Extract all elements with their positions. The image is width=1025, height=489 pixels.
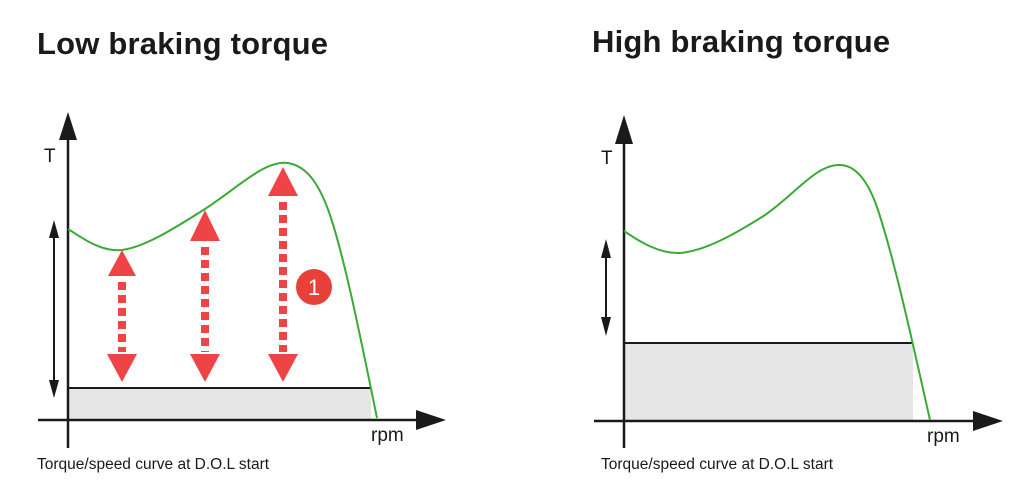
x-axis-label: rpm	[927, 426, 960, 447]
caption-low: Torque/speed curve at D.O.L start	[37, 456, 270, 473]
accelerating-torque-arrow-3	[268, 167, 298, 382]
torque-range-arrow-top	[601, 239, 611, 258]
x-axis-label: rpm	[371, 425, 404, 446]
panel-low-braking: T rpm 1	[38, 112, 446, 448]
callout-badge-label: 1	[308, 275, 320, 300]
accelerating-torque-arrow-1	[107, 250, 137, 382]
torque-speed-curve	[67, 161, 378, 419]
y-axis-label: T	[601, 148, 613, 169]
y-axis-arrowhead	[615, 115, 633, 144]
load-torque-region	[624, 343, 913, 420]
torque-range-arrow-top	[49, 220, 59, 238]
caption-high: Torque/speed curve at D.O.L start	[601, 456, 834, 473]
x-axis-arrowhead	[973, 411, 1003, 431]
accelerating-torque-arrow-2	[190, 210, 220, 382]
panel-title-low: Low braking torque	[37, 26, 329, 61]
panel-title-high: High braking torque	[592, 24, 891, 59]
x-axis-arrowhead	[416, 410, 446, 430]
load-torque-region	[68, 388, 371, 420]
panel-high-braking: T rpm	[594, 115, 1003, 448]
torque-speed-curve	[623, 163, 931, 421]
torque-range-arrow-bottom	[49, 380, 59, 398]
y-axis-label: T	[44, 146, 56, 167]
y-axis-arrowhead	[59, 112, 77, 140]
callout-badge: 1	[296, 269, 332, 305]
torque-range-arrow-bottom	[601, 317, 611, 336]
